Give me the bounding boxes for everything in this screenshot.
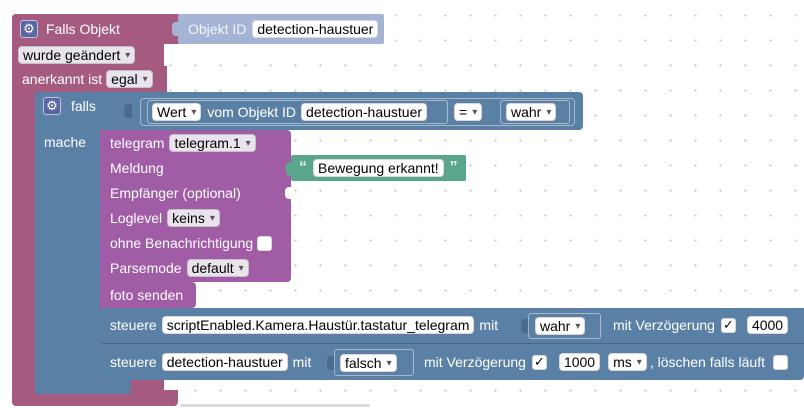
ack-dropdown[interactable]: egal <box>106 70 153 88</box>
loglevel-label: Loglevel <box>110 210 163 226</box>
parsemode-label: Parsemode <box>110 260 182 276</box>
if-label: falls <box>71 98 96 114</box>
event-title: Falls Objekt <box>46 21 120 37</box>
silent-row: ohne Benachrichtigung <box>110 231 273 255</box>
control-2-delay-label: mit Verzögerung <box>424 354 526 370</box>
event-block-header <box>12 14 179 44</box>
control-1-delay-label: mit Verzögerung <box>613 317 715 333</box>
loglevel-row: Loglevel keins <box>110 206 220 230</box>
control-2-target-field[interactable]: detection-haustuer <box>161 353 288 371</box>
control-1-target-field[interactable]: scriptEnabled.Kamera.Haustür.tastatur_te… <box>161 316 475 334</box>
compare-value-dropdown[interactable]: wahr <box>506 103 557 121</box>
control-1-delay-field[interactable]: 4000 <box>746 316 789 334</box>
telegram-label: telegram <box>110 135 165 151</box>
telegram-row: telegram telegram.1 <box>110 131 256 155</box>
control-1-delay-row: mit Verzögerung ✓ 4000 <box>613 313 789 337</box>
control-1-row: steuere scriptEnabled.Kamera.Haustür.tas… <box>110 313 498 337</box>
ack-label: anerkannt ist <box>22 71 103 87</box>
silent-checkbox[interactable] <box>257 235 273 251</box>
control-2-row: steuere detection-haustuer mit <box>110 350 311 374</box>
compare-row: wahr <box>506 100 557 124</box>
if-block-bottom-notch <box>35 384 101 394</box>
from-object-label: vom Objekt ID <box>207 104 297 120</box>
control-2-value-row: falsch <box>340 351 397 375</box>
control-2-delay-field[interactable]: 1000 <box>558 353 601 371</box>
object-id-field[interactable]: detection-haustuer <box>252 20 379 38</box>
quote-open-icon: “ <box>299 159 307 176</box>
operator-dropdown[interactable]: = <box>454 103 483 121</box>
silent-label: ohne Benachrichtigung <box>110 235 254 251</box>
control-1-value-block[interactable] <box>528 313 601 339</box>
change-row: wurde geändert <box>18 44 136 66</box>
telegram-block[interactable] <box>100 130 291 282</box>
if-object-id-field[interactable]: detection-haustuer <box>301 103 428 121</box>
do-label: mache <box>44 134 87 150</box>
compare-value-block[interactable] <box>500 100 570 124</box>
control-2-label: steuere <box>110 354 157 370</box>
photo-row: foto senden <box>110 283 183 307</box>
gear-icon[interactable]: ⚙ <box>20 20 38 38</box>
photo-label: foto senden <box>110 287 184 303</box>
event-block-footer <box>12 390 178 406</box>
value-block[interactable] <box>147 100 448 124</box>
control-1-delay-checkbox[interactable]: ✓ <box>720 317 736 333</box>
value-dropdown[interactable]: Wert <box>152 103 202 121</box>
control-1-with-label: mit <box>479 317 499 333</box>
object-id-label: Objekt ID <box>188 21 247 37</box>
message-label: Meldung <box>110 160 164 176</box>
control-2-clear-label: , löschen falls läuft <box>649 354 765 370</box>
control-2-delay-row: mit Verzögerung ✓ 1000 ms , löschen fall… <box>424 350 788 374</box>
canvas-scrollbar[interactable] <box>180 404 370 407</box>
message-text-block[interactable]: “ Bewegung erkannt! ” <box>291 155 466 181</box>
quote-close-icon: ” <box>449 159 458 176</box>
recipient-label: Empfänger (optional) <box>110 185 241 201</box>
condition-connector <box>124 104 132 118</box>
value-row: Wert vom Objekt ID detection-haustuer <box>152 100 428 124</box>
control-1-label: steuere <box>110 317 157 333</box>
control-1-value-connector <box>521 319 529 333</box>
if-title-row: ⚙ falls <box>43 94 96 118</box>
control-2-value-connector <box>327 356 335 370</box>
control-2-delay-checkbox[interactable]: ✓ <box>531 354 547 370</box>
message-connector <box>286 162 294 176</box>
parsemode-row: Parsemode default <box>110 256 249 280</box>
parsemode-dropdown[interactable]: default <box>186 259 249 277</box>
control-2-value-dropdown[interactable]: falsch <box>340 354 397 372</box>
event-title-row: ⚙ Falls Objekt <box>20 17 120 41</box>
object-id-connector <box>172 22 180 36</box>
control-1-value-row: wahr <box>535 314 586 338</box>
recipient-input-slot[interactable] <box>285 187 291 199</box>
telegram-instance-dropdown[interactable]: telegram.1 <box>169 134 256 152</box>
operator-row: = <box>454 100 483 124</box>
recipient-row: Empfänger (optional) <box>110 181 241 205</box>
gear-icon[interactable]: ⚙ <box>43 97 61 115</box>
change-dropdown[interactable]: wurde geändert <box>18 46 136 64</box>
loglevel-dropdown[interactable]: keins <box>167 209 220 227</box>
message-text-field[interactable]: Bewegung erkannt! <box>313 159 444 177</box>
control-2-clear-checkbox[interactable] <box>772 354 788 370</box>
control-2-with-label: mit <box>292 354 312 370</box>
if-block[interactable] <box>35 92 100 384</box>
message-row: Meldung <box>110 156 164 180</box>
control-2-value-block[interactable] <box>334 349 414 376</box>
do-row: mache <box>44 130 86 154</box>
photo-block[interactable] <box>100 282 196 308</box>
ack-row: anerkannt ist egal <box>22 68 153 90</box>
object-id-chip[interactable]: Objekt ID detection-haustuer <box>178 14 385 44</box>
control-2-unit-dropdown[interactable]: ms <box>608 353 647 371</box>
control-1-value-dropdown[interactable]: wahr <box>535 317 586 335</box>
